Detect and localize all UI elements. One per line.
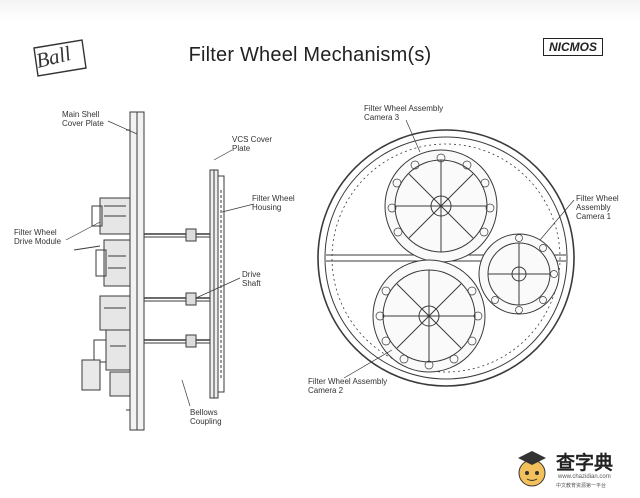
watermark-url: www.chazidian.com <box>558 474 611 480</box>
wheel-camera-3 <box>384 149 498 263</box>
label-drive-shaft: Drive Shaft <box>242 270 261 288</box>
label-vcs-cover-plate: VCS Cover Plate <box>232 135 273 153</box>
mascot-icon <box>518 451 546 487</box>
mount-block <box>81 359 101 391</box>
filter-wheel-assembly <box>317 129 575 387</box>
page-title: Filter Wheel Mechanism(s) <box>188 44 432 66</box>
main-shell-plate <box>126 111 145 431</box>
wheel-camera-2 <box>372 259 486 373</box>
label-filter-wheel-drive-module: Filter Wheel Drive Module <box>14 228 62 246</box>
label-camera-1: Filter Wheel Assembly Camera 1 <box>576 194 619 221</box>
site-watermark: 查字典 www.chazidian.com 中文教育资源第一平台 <box>512 446 630 494</box>
label-bellows-coupling: Bellows Coupling <box>190 408 222 426</box>
leader-lines-left <box>65 120 255 407</box>
top-strip <box>0 0 640 22</box>
logo-frame <box>33 39 87 77</box>
watermark-sub: 中文教育资源第一平台 <box>556 483 607 489</box>
drive-leader-stub <box>73 245 101 251</box>
label-main-shell-cover-plate: Main Shell Cover Plate <box>62 110 104 128</box>
label-camera-2: Filter Wheel Assembly Camera 2 <box>308 377 388 395</box>
label-filter-wheel-housing: Filter Wheel Housing <box>252 194 295 212</box>
wheel-camera-1 <box>478 233 560 315</box>
filter-wheel-housing <box>209 169 225 399</box>
nicmos-badge: NICMOS <box>543 38 603 56</box>
drive-shafts <box>144 228 212 348</box>
ball-logo: Ball <box>32 38 88 78</box>
label-camera-3: Filter Wheel Assembly Camera 3 <box>364 104 444 122</box>
drive-module <box>91 197 131 397</box>
watermark-chars: 查字典 <box>556 452 614 474</box>
leader-lines-right <box>343 119 575 379</box>
